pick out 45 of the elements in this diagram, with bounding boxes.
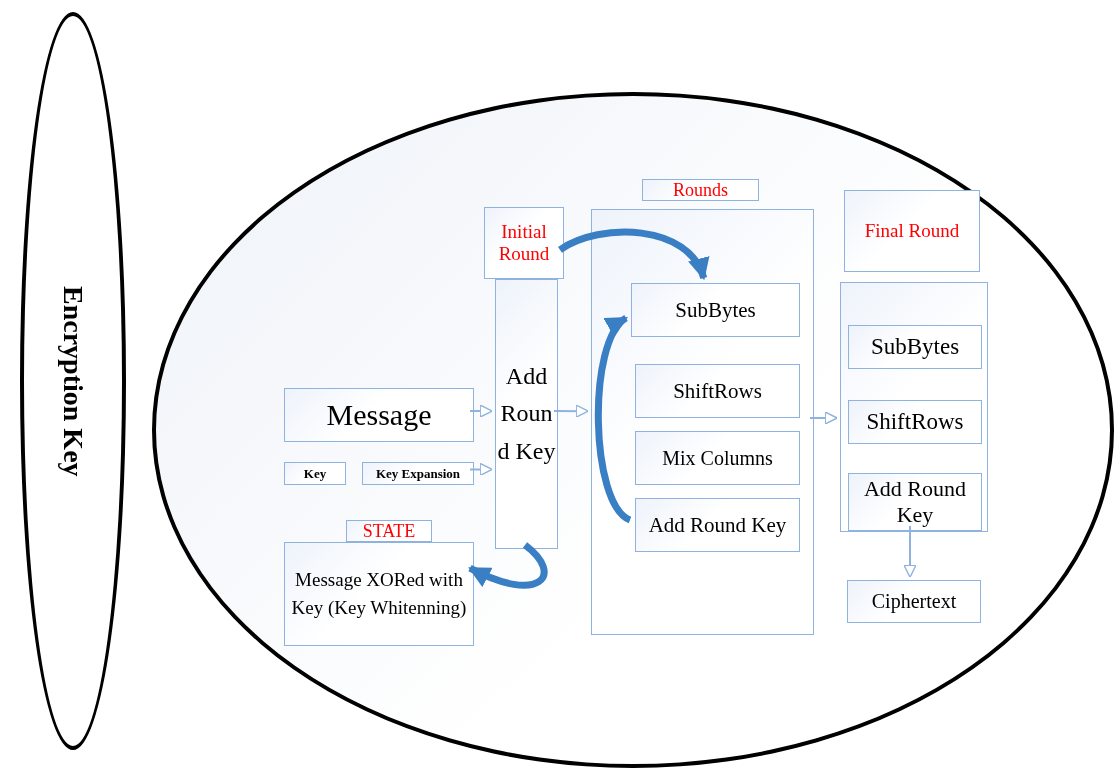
box-label: Add Round Key [497,362,556,466]
arrow [903,525,917,578]
section-title: Initial Round [497,221,551,265]
process-box [848,325,982,369]
box-label: Mix Columns [662,446,773,470]
process-box [284,462,346,485]
process-box [635,364,800,418]
box-label: Message [326,398,432,432]
section-title: STATE [362,520,416,542]
curved-arrow [468,542,548,589]
box-label: ShiftRows [866,409,964,435]
section-title: Rounds [673,179,728,201]
curved-arrow [558,228,707,281]
box-label: SubBytes [675,297,756,323]
process-box [847,580,981,623]
group-panel [591,209,814,635]
side-label: Encryption Key [57,285,89,477]
arrow [553,404,589,418]
box-label: Message XORed with Key (Key Whitenning) [290,568,468,620]
process-box [848,473,982,531]
arrow [469,404,493,418]
process-box [284,388,474,442]
arrow [469,462,493,477]
process-box [635,431,800,485]
curved-arrow [594,315,633,523]
box-label: Key Expansion [375,465,461,482]
process-box [495,279,558,549]
process-box [635,498,800,552]
title-box [484,207,564,279]
process-box [631,283,800,337]
section-title: Final Round [864,220,960,242]
arrow [809,411,838,425]
title-box [346,520,432,542]
process-box [284,542,474,646]
box-label: ShiftRows [673,378,762,404]
process-box [362,462,474,485]
title-box [844,190,980,272]
box-label: Key [303,465,327,482]
box-label: SubBytes [870,334,960,360]
group-panel [840,282,988,532]
process-box [848,400,982,444]
box-label: Add Round Key [648,512,787,538]
box-label: Ciphertext [871,590,957,613]
box-label: Add Round Key [862,476,968,528]
title-box [642,179,759,201]
